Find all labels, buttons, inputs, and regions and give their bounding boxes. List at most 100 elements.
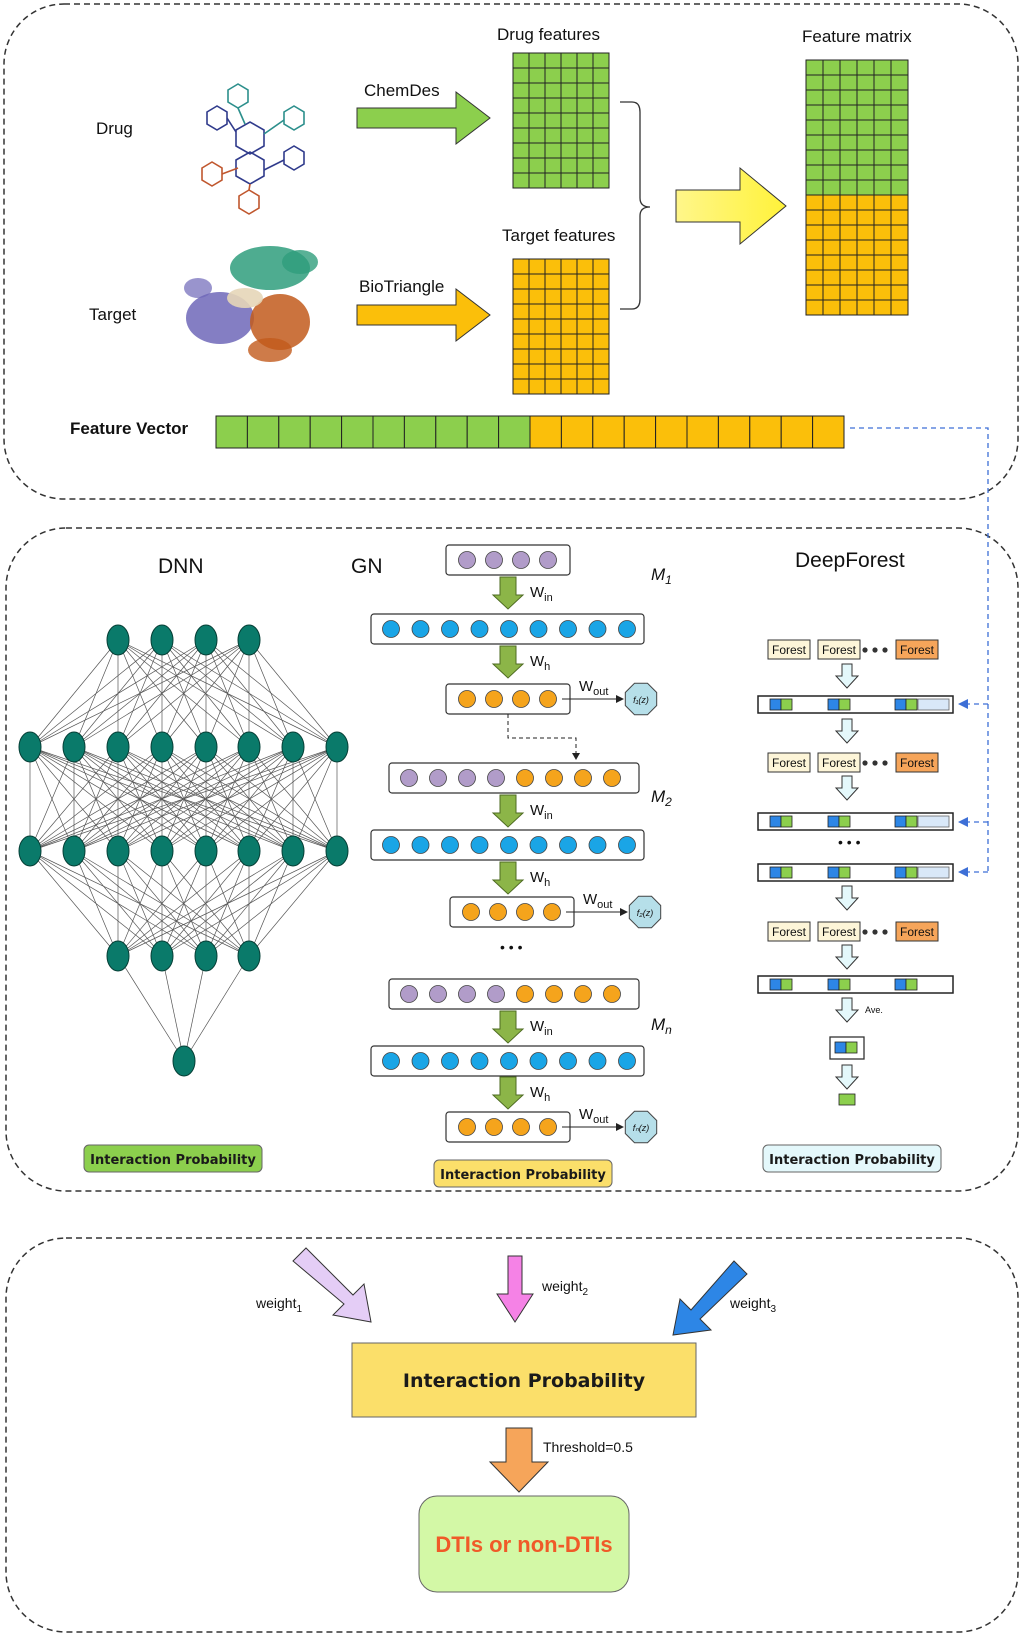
- drug-feature-cell: [576, 112, 594, 129]
- gn-hidden-layer-node: [618, 620, 636, 638]
- gn-hidden-layer-node: [500, 836, 518, 854]
- feature-matrix-cell: [839, 284, 858, 301]
- dnn-edge: [29, 746, 250, 852]
- feature-matrix-cell: [805, 254, 824, 271]
- dnn-edge: [117, 746, 338, 852]
- feature-vector-cell: [560, 415, 594, 449]
- drug-feature-cell: [560, 172, 578, 189]
- df-class-vector-blue: [827, 978, 840, 991]
- target-feature-cell: [544, 318, 562, 335]
- panel-models: [5, 527, 1019, 1192]
- drug-feature-cell: [528, 112, 546, 129]
- feature-matrix-cell: [890, 194, 909, 211]
- gn-weight-symbol: W: [530, 869, 545, 886]
- feature-matrix-cell: [890, 89, 909, 106]
- drug-feature-cell: [544, 172, 562, 189]
- gn-hidden-layer-node: [618, 1052, 636, 1070]
- drug-feature-cell: [544, 112, 562, 129]
- target-feature-cell: [512, 258, 530, 275]
- gn-input-layer-node: [512, 551, 530, 569]
- gn-out-symbol: W: [579, 1106, 594, 1123]
- drug-feature-cell: [576, 97, 594, 114]
- feature-matrix-cell: [839, 134, 858, 151]
- feature-matrix-cell: [822, 239, 841, 256]
- gn-hidden-layer-node: [441, 1052, 459, 1070]
- feature-matrix-cell: [856, 239, 875, 256]
- deepforest-title: DeepForest: [795, 549, 905, 572]
- dnn-node: [150, 940, 174, 972]
- dnn-node: [194, 731, 218, 763]
- feature-matrix-cell: [890, 269, 909, 286]
- feature-vector-cell: [372, 415, 405, 449]
- gn-input-layer-node: [429, 769, 447, 787]
- drug-features-label: Drug features: [497, 25, 600, 44]
- weight2-text: weight: [541, 1278, 583, 1294]
- gn-hidden-layer-node: [500, 620, 518, 638]
- gn-hidden-layer-node: [441, 620, 459, 638]
- gn-output-label: Interaction Probability: [440, 1168, 606, 1183]
- gn-hidden-layer-node: [559, 620, 577, 638]
- gn-out-symbol: W: [583, 891, 598, 908]
- df-class-vector-blue: [769, 698, 782, 711]
- drug-feature-cell: [544, 127, 562, 144]
- gn-hidden-layer-node: [382, 1052, 400, 1070]
- dnn-edge: [117, 955, 185, 1062]
- feature-matrix-cell: [890, 179, 909, 196]
- target-feature-cell: [592, 333, 610, 350]
- target-feature-cell: [576, 258, 594, 275]
- df-class-vector-blue: [894, 866, 907, 879]
- dnn-edge: [29, 746, 294, 852]
- dnn-output-box: Interaction Probability: [83, 1144, 263, 1173]
- feature-matrix-cell: [890, 224, 909, 241]
- feature-matrix-cell: [805, 194, 824, 211]
- target-feature-cell: [560, 273, 578, 290]
- drug-feature-cell: [528, 142, 546, 159]
- df-dot: [882, 647, 888, 653]
- feature-matrix-cell: [805, 209, 824, 226]
- df-class-vector-green: [905, 866, 918, 879]
- feature-matrix-cell: [822, 59, 841, 76]
- gn-hidden-layer-node: [588, 620, 607, 638]
- drug-feature-cell: [528, 67, 546, 84]
- target-feature-cell: [560, 348, 578, 365]
- df-class-vector-green: [838, 698, 851, 711]
- feature-matrix-cell: [856, 269, 875, 286]
- feature-matrix-cell: [873, 239, 892, 256]
- df-forest-box: [767, 752, 811, 773]
- feature-matrix-cell: [839, 224, 858, 241]
- df-forest-box: [817, 752, 861, 773]
- feature-matrix-cell: [822, 119, 841, 136]
- target-feature-cell: [544, 348, 562, 365]
- target-feature-cell: [576, 363, 594, 380]
- df-class-vector-blue: [827, 866, 840, 879]
- gn-input-layer-node: [545, 769, 563, 787]
- gn-weight-subscript: in: [544, 592, 553, 604]
- feature-matrix-cell: [839, 164, 858, 181]
- gn-label-mn: Mn: [651, 1015, 672, 1037]
- feature-matrix-cell: [890, 134, 909, 151]
- dnn-edge: [117, 850, 207, 957]
- drug-feature-cell: [512, 82, 530, 99]
- feature-matrix-cell: [822, 209, 841, 226]
- df-class-vector-green: [905, 978, 918, 991]
- gn-output-function: [624, 1110, 658, 1144]
- feature-matrix-cell: [805, 224, 824, 241]
- dnn-node: [281, 835, 305, 867]
- df-down-arrow: [834, 663, 860, 689]
- gn-down-arrow: [491, 861, 525, 895]
- gn-input-layer-node: [400, 985, 418, 1003]
- gn-input-layer-node: [574, 769, 592, 787]
- feature-matrix-cell: [873, 209, 892, 226]
- gn-input-layer-node: [516, 985, 534, 1003]
- target-feature-cell: [528, 363, 546, 380]
- target-feature-cell: [528, 288, 546, 305]
- drug-feature-cell: [560, 82, 578, 99]
- df-forest-label: Forest: [900, 925, 935, 939]
- dnn-edge: [117, 850, 338, 957]
- df-average-green: [845, 1041, 858, 1054]
- df-down-arrow: [834, 1064, 860, 1090]
- feature-vector-cell: [435, 415, 468, 449]
- gn-network: WinWhf₁(z)WoutWinWhf₂(z)WoutWinWhfₙ(z)Wo…: [370, 544, 662, 1144]
- dnn-edge: [205, 639, 338, 748]
- dnn-edge: [29, 639, 163, 748]
